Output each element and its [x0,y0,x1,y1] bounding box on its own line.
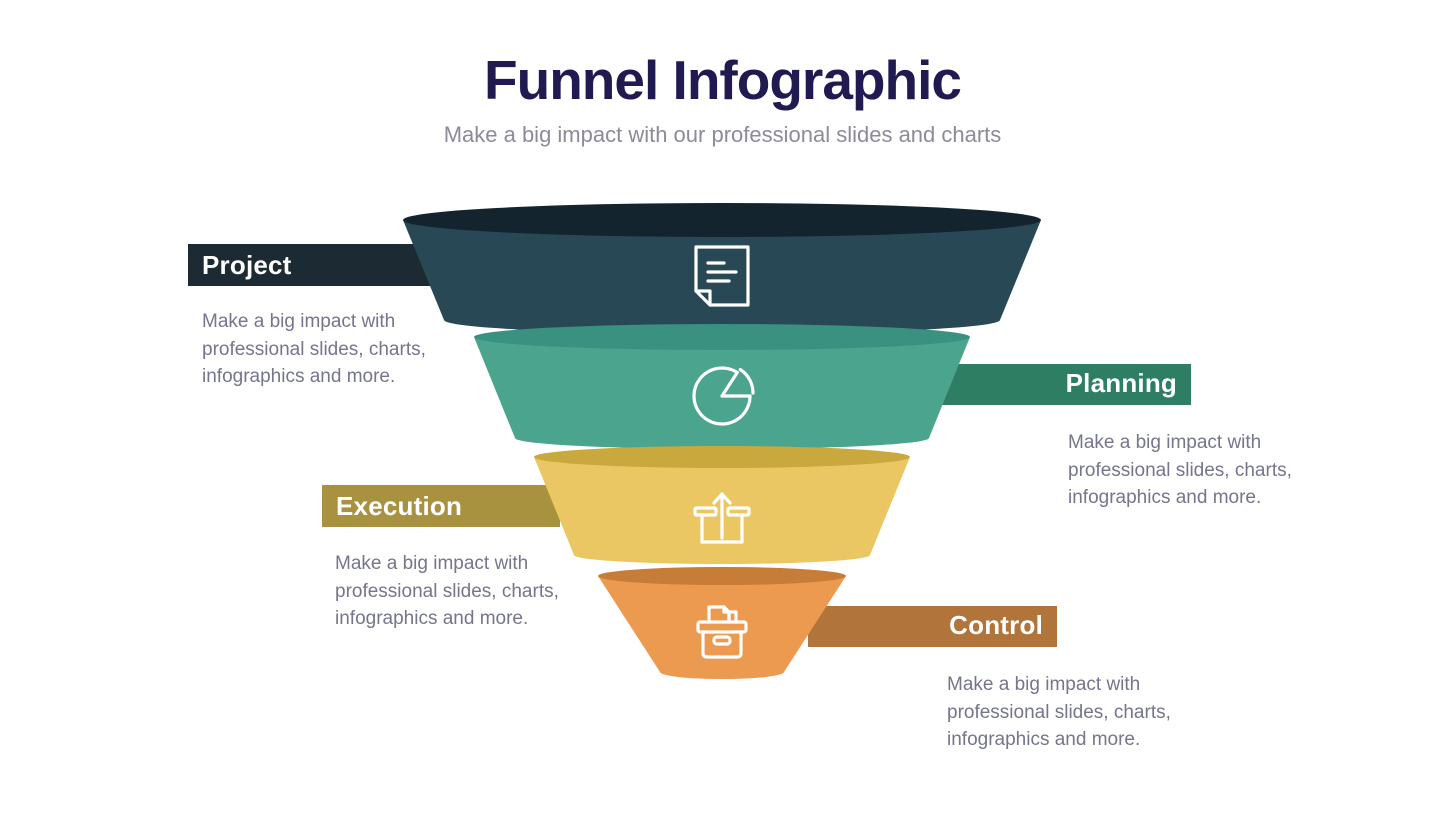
funnel-segment-planning [474,324,970,449]
page-subtitle: Make a big impact with our professional … [443,122,1002,147]
description-line: professional slides, charts, [1068,459,1292,481]
upload-box-icon [693,492,751,544]
slide-header: Funnel Infographic Make a big impact wit… [0,0,1445,148]
description-line: Make a big impact with [1068,432,1262,453]
funnel-segment-execution [534,446,910,564]
page-title: Funnel Infographic [484,49,962,111]
description-line: Make a big impact with [335,553,529,574]
execution-label: Execution [336,491,463,521]
description-line: Make a big impact with [947,674,1141,695]
description-line: professional slides, charts, [335,580,559,602]
project-label: Project [202,250,292,280]
description-line: professional slides, charts, [202,338,426,360]
description-line: infographics and more. [1068,487,1262,508]
planning-label-bar [935,364,1191,405]
description-line: professional slides, charts, [947,701,1171,723]
planning-description: Make a big impact with professional slid… [1068,429,1292,512]
control-label: Control [949,610,1043,640]
execution-description: Make a big impact with professional slid… [335,550,559,633]
description-line: Make a big impact with [202,311,396,332]
project-description: Make a big impact with professional slid… [202,308,426,391]
document-icon [694,245,750,307]
control-label-bar [808,606,1057,647]
description-line: infographics and more. [335,608,529,629]
planning-label: Planning [1065,368,1177,398]
funnel-segment-project [403,203,1041,334]
funnel-segment-body [403,220,1041,334]
funnel-segment-top [474,324,970,350]
funnel-segment-top [534,446,910,468]
funnel-segment-body [474,337,970,449]
execution-label-bar [322,485,560,527]
description-line: infographics and more. [202,366,396,387]
funnel-segment-body [598,576,846,679]
funnel-segment-control [598,567,846,679]
archive-box-icon [696,605,748,659]
control-description: Make a big impact with professional slid… [947,671,1171,754]
project-label-bar [188,244,444,286]
funnel-segment-top [598,567,846,585]
pie-chart-icon [692,366,755,426]
description-line: infographics and more. [947,729,1141,750]
funnel-segment-top [403,203,1041,237]
